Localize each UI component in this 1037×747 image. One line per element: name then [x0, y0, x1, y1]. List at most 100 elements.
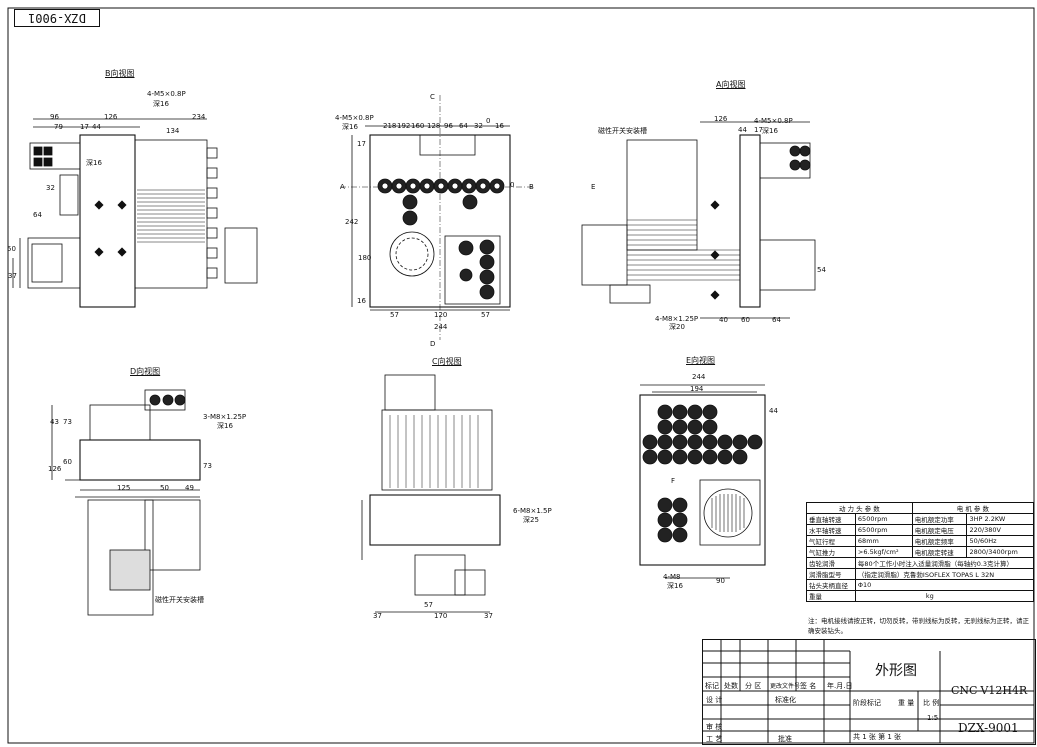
motor-params-title: 电 机 参 数 — [911, 502, 1035, 514]
dim-label: 242 — [345, 218, 359, 226]
d-view — [51, 389, 201, 616]
dim-label: 44 — [92, 123, 101, 131]
c-view-title: C向视图 — [432, 357, 462, 366]
dim-label: 125 — [117, 484, 131, 492]
e-hole-callout: 4-M8 — [663, 573, 681, 581]
table-row: 钻头夹柄直径 Φ10 — [806, 579, 1035, 591]
dim-label: 73 — [63, 418, 72, 426]
dim-label: 17 — [357, 140, 366, 148]
dim-label: 180 — [358, 254, 372, 262]
top-hole-callout: 4-M5×0.8P — [335, 114, 374, 122]
b-hole-callout-depth: 深16 — [153, 100, 169, 108]
dim-label: 96 — [50, 113, 59, 121]
frame-border — [7, 7, 1035, 744]
title-block: 外形图 CNC-V12H4R DZX-9001 比 例 1:5 阶段标记 重 量… — [702, 639, 1036, 745]
a-view-title: A向视图 — [716, 80, 746, 89]
weight-label: 重 量 — [898, 699, 915, 707]
approve-label: 批准 — [778, 735, 792, 743]
dim-label: 57 — [481, 311, 490, 319]
d-hole-callout: 3-M8×1.25P — [203, 413, 247, 421]
b-view-title: B向视图 — [105, 69, 135, 78]
dim-label: 0 — [486, 117, 491, 125]
top-view — [340, 95, 535, 340]
dim-label: 120 — [434, 311, 448, 319]
dim-label: 126 — [714, 115, 728, 123]
c-view — [361, 374, 501, 613]
arrow-a: A — [340, 183, 345, 191]
dim-label: 128 — [427, 122, 441, 130]
model-number: CNC-V12H4R — [951, 684, 1028, 697]
scale-value: 1:5 — [927, 714, 939, 722]
dim-label: 16 — [495, 122, 504, 130]
drawing-name: 外形图 — [875, 663, 917, 679]
dim-label: 79 — [54, 123, 63, 131]
dim-label: 17 — [754, 126, 763, 134]
e-view-title: E向视图 — [686, 356, 716, 365]
dim-label: 96 — [444, 122, 453, 130]
d-switch-slot: 磁性开关安装槽 — [155, 596, 204, 604]
arrow-c: C — [430, 93, 435, 101]
dim-label: 244 — [434, 323, 448, 331]
arrow-b: B — [529, 183, 534, 191]
dim-label: 244 — [692, 373, 706, 381]
head-params-title: 动 力 头 参 数 — [806, 502, 913, 514]
dim-label: 90 — [716, 577, 725, 585]
dim-label: 37 — [484, 612, 493, 620]
dim-label: 126 — [104, 113, 118, 121]
table-row: 齿轮润滑 每80个工作小时注入适量润滑脂（每轴约0.3克计算） — [806, 557, 1035, 569]
dim-label: 32 — [474, 122, 483, 130]
a-view — [581, 121, 816, 319]
dim-label: 54 — [817, 266, 826, 274]
c-hole-callout: 6-M8×1.5P — [513, 507, 552, 515]
design-label: 设 计 — [706, 696, 723, 704]
dim-label: 57 — [390, 311, 399, 319]
dim-label: 43 — [50, 418, 59, 426]
dim-label: 60 — [63, 458, 72, 466]
sheet-count: 共 1 张 第 1 张 — [853, 733, 902, 741]
dim-label: 57 — [424, 601, 433, 609]
col-date: 年.月.日 — [827, 682, 853, 690]
dim-label: 64 — [33, 211, 42, 219]
col-mark: 标记 — [705, 682, 719, 690]
b-hole-depth: 深16 — [86, 159, 102, 167]
dim-label: 234 — [192, 113, 206, 121]
review-label: 审 核 — [706, 723, 723, 731]
col-change: 更改文件号 — [770, 683, 801, 690]
b-hole-callout: 4-M5×0.8P — [147, 90, 186, 98]
dim-label: 44 — [738, 126, 747, 134]
dim-label: 50 — [160, 484, 169, 492]
col-zone: 分 区 — [745, 682, 762, 690]
d-view-title: D向视图 — [130, 367, 161, 376]
scale-label: 比 例 — [923, 699, 940, 707]
process-label: 工 艺 — [706, 735, 723, 743]
dim-label: 170 — [434, 612, 448, 620]
dim-label: 32 — [46, 184, 55, 192]
dim-label: 64 — [772, 316, 781, 324]
d-hole-depth: 深16 — [217, 422, 233, 430]
e-hole-depth: 深16 — [667, 582, 683, 590]
c-hole-depth: 深25 — [523, 516, 539, 524]
dim-label: 50 — [7, 245, 16, 253]
stage-label: 阶段标记 — [853, 699, 881, 707]
dim-label: 37 — [8, 272, 17, 280]
b-view — [12, 118, 258, 308]
arrow-d: D — [430, 340, 436, 348]
dim-label: 192 — [397, 122, 411, 130]
dim-label: 134 — [166, 127, 180, 135]
dim-label: 64 — [459, 122, 468, 130]
dim-label: 218 — [383, 122, 397, 130]
col-count: 处数 — [724, 682, 738, 690]
dim-label: 0 — [510, 181, 515, 189]
a-hole2-depth: 深20 — [669, 323, 685, 331]
dim-label: 16 — [357, 297, 366, 305]
e-view — [639, 384, 766, 579]
a-hole-callout: 4-M5×0.8P — [754, 117, 793, 125]
dim-label: 49 — [185, 484, 194, 492]
a-switch-slot: 磁性开关安装槽 — [598, 127, 647, 135]
arrow-e: E — [591, 183, 596, 191]
table-row: 重量 kg — [806, 590, 1035, 602]
